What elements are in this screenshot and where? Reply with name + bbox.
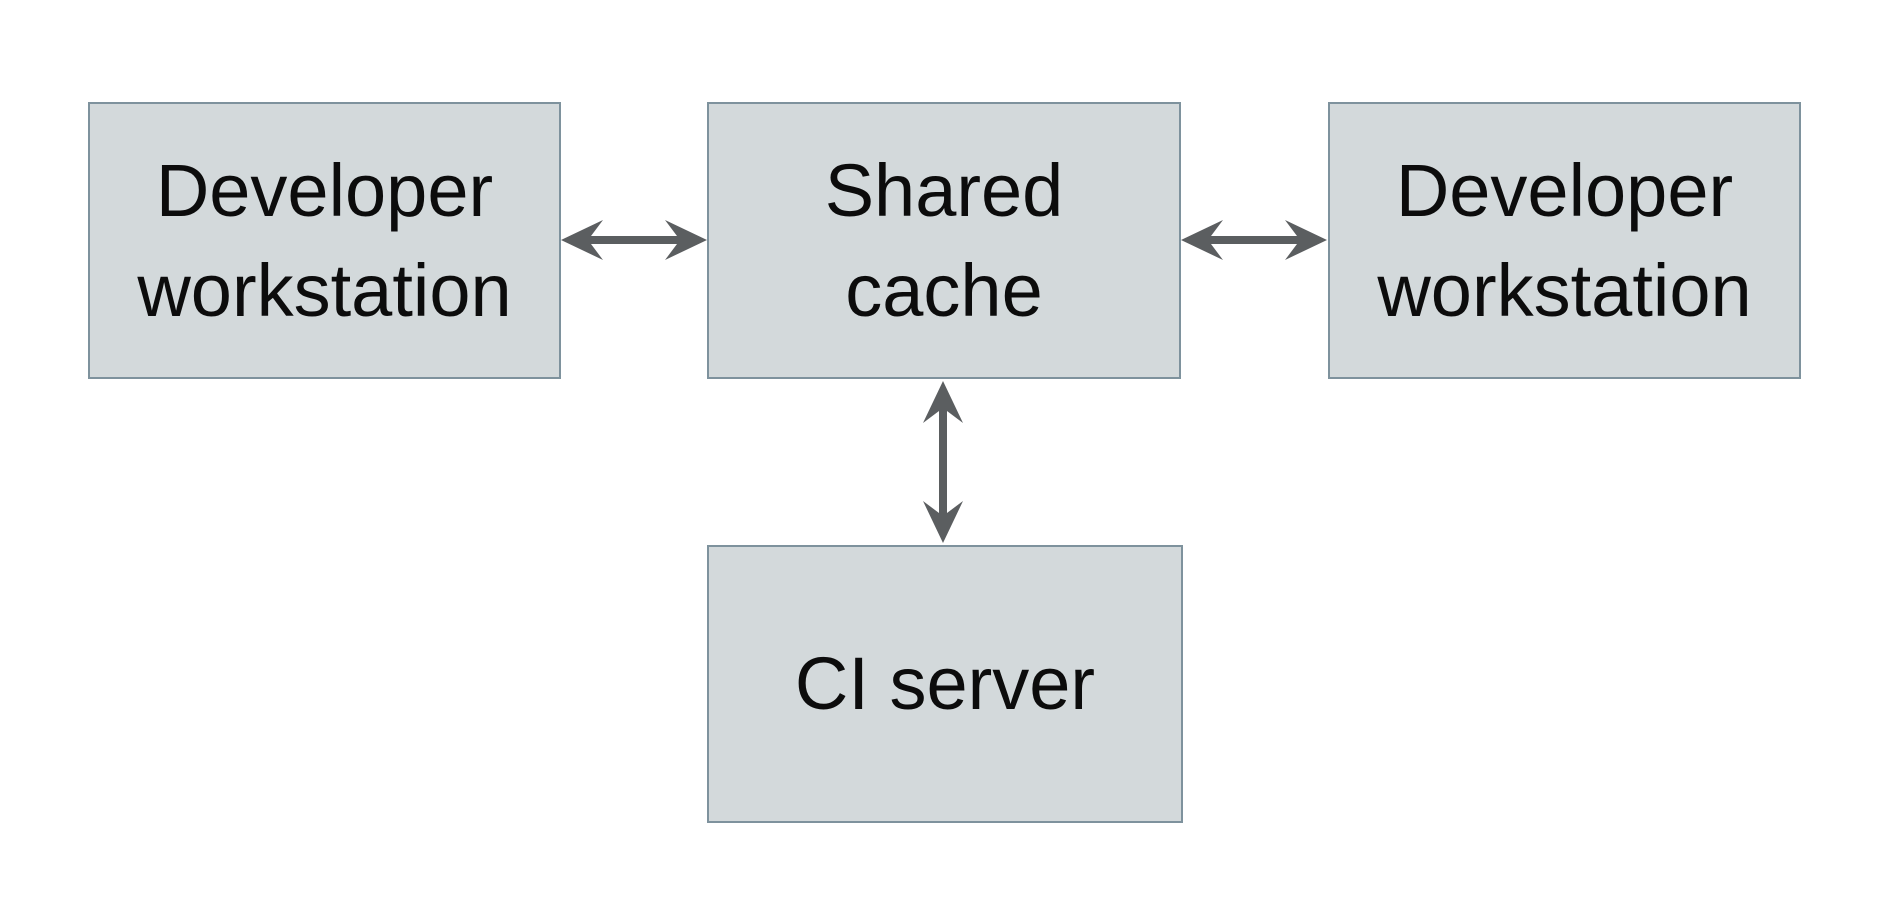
node-label: Developer workstation	[137, 141, 511, 339]
arrow-shape	[923, 381, 963, 543]
node-label-line: Shared	[824, 149, 1064, 233]
node-label: Developer workstation	[1377, 141, 1751, 339]
node-shared-cache: Shared cache	[707, 102, 1181, 379]
node-label-line: workstation	[1377, 248, 1752, 332]
node-label-line: Developer	[155, 149, 494, 233]
node-developer-workstation-right: Developer workstation	[1328, 102, 1801, 379]
node-label-line: Developer	[1395, 149, 1734, 233]
bidirectional-arrow-right-icon	[1181, 220, 1327, 260]
node-developer-workstation-left: Developer workstation	[88, 102, 561, 379]
node-label: Shared cache	[825, 141, 1064, 339]
arrow-shape	[561, 220, 707, 260]
bidirectional-arrow-left-icon	[561, 220, 707, 260]
node-label-line: cache	[845, 248, 1043, 332]
node-ci-server: CI server	[707, 545, 1183, 823]
node-label-line: CI server	[794, 642, 1096, 726]
node-label-line: workstation	[137, 248, 512, 332]
arrow-shape	[1181, 220, 1327, 260]
node-label: CI server	[795, 634, 1095, 733]
bidirectional-arrow-vertical-icon	[923, 381, 963, 543]
